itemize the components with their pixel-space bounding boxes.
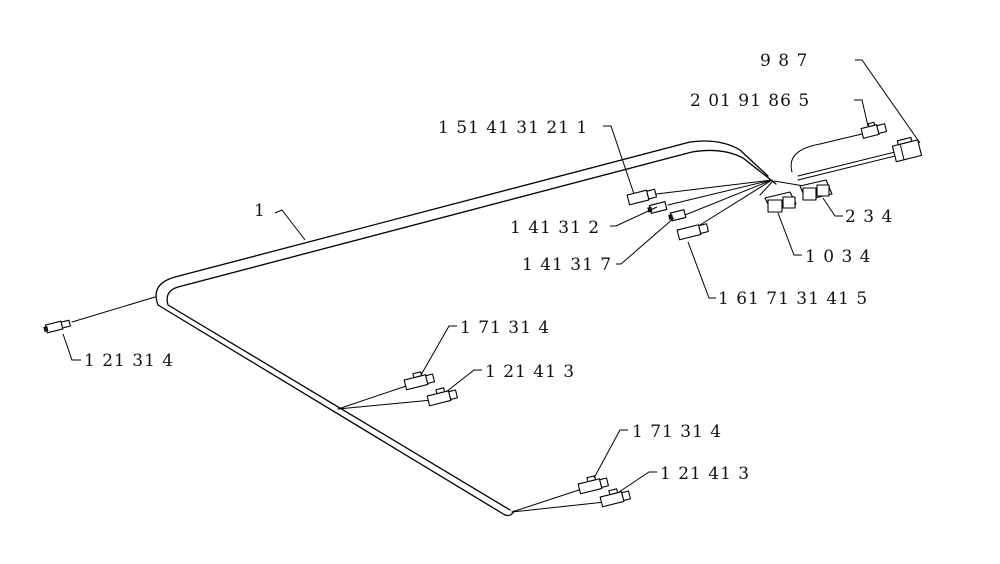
label-branch-c: 1 61 71 31 41 5 [718, 289, 868, 309]
leader-lines [62, 59, 921, 493]
label-top-right-connector: 9 8 7 [760, 51, 808, 71]
middle-branch [337, 371, 459, 410]
branch-connector-2 [647, 201, 668, 214]
label-mid-lower: 1 21 41 3 [485, 362, 575, 382]
label-block-right: 2 3 4 [845, 207, 893, 227]
middle-upper-connector [403, 371, 436, 391]
label-branch-a: 1 41 31 2 [510, 218, 600, 238]
bottom-lower-connector [599, 488, 632, 508]
branch-connector-3 [668, 209, 687, 222]
bottom-upper-connector [577, 475, 610, 495]
upper-wires [790, 133, 896, 181]
label-block-left: 1 0 3 4 [805, 247, 871, 267]
left-end-connector [43, 319, 71, 334]
label-main-harness: 1 [254, 201, 266, 221]
connector-block-left [764, 191, 797, 213]
label-bottom-upper: 1 71 31 4 [632, 422, 722, 442]
label-left-end: 1 21 31 4 [84, 351, 174, 371]
junction-wires [647, 179, 805, 226]
upper-plug [860, 121, 888, 139]
top-right-connector [891, 136, 923, 163]
left-pigtail [43, 296, 156, 334]
bottom-branch [511, 475, 632, 513]
connector-block-right [799, 179, 833, 201]
label-branch-b: 1 41 31 7 [522, 255, 612, 275]
label-upper-plug: 2 01 91 86 5 [690, 91, 810, 111]
branch-connector-4 [676, 223, 709, 241]
branch-connector-1 [626, 188, 658, 206]
middle-lower-connector [426, 387, 459, 407]
label-mid-upper: 1 71 31 4 [460, 318, 550, 338]
label-top-branch: 1 51 41 31 21 1 [438, 118, 588, 138]
label-bottom-lower: 1 21 41 3 [660, 464, 750, 484]
